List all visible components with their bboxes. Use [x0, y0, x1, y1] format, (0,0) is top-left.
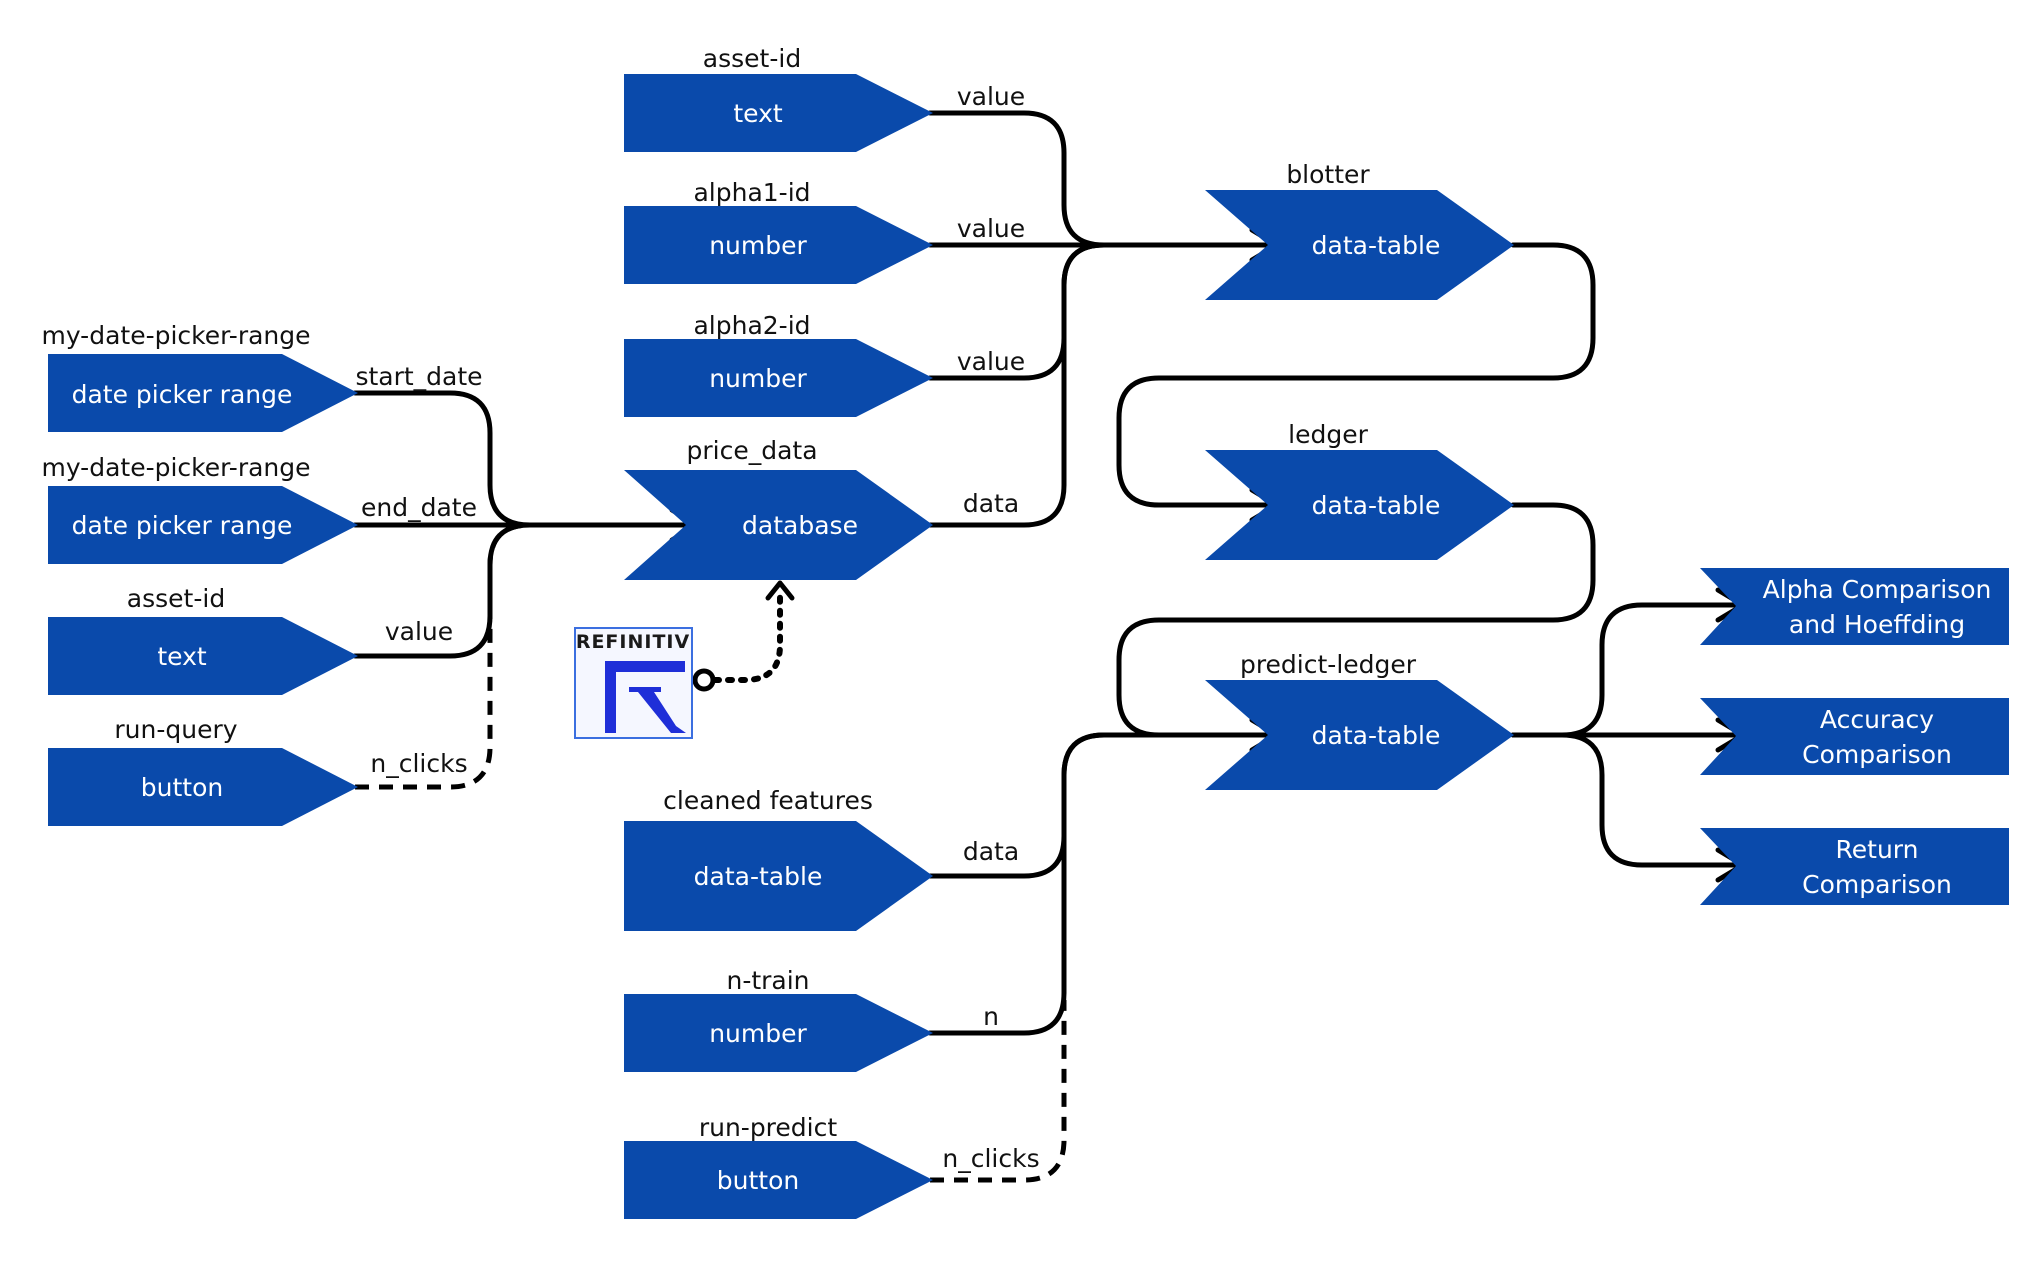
node-id-label: run-predict [699, 1113, 838, 1142]
node-cleaned-features[interactable]: cleaned features data-table [624, 786, 933, 931]
wire-predict-clicks [930, 1000, 1067, 1183]
node-shape[interactable] [48, 354, 358, 432]
node-id-label: my-date-picker-range [41, 453, 310, 482]
node-id-label: price_data [686, 436, 817, 465]
node-type-label: number [709, 1019, 807, 1048]
node-type-label: database [742, 511, 858, 540]
refinitiv-logo-frame [574, 627, 693, 739]
refinitiv-logo: REFINITIV [574, 627, 693, 739]
node-type-label: date picker range [72, 511, 293, 540]
node-id-label: asset-id [703, 44, 801, 73]
wire-refinitiv-to-price-data [712, 589, 783, 683]
node-asset-id-top[interactable]: asset-id text [624, 44, 933, 152]
node-return-comparison[interactable]: Return Comparison [1700, 828, 2009, 905]
node-shape[interactable] [1700, 568, 2009, 645]
node-alpha1-id[interactable]: alpha1-id number [624, 178, 933, 284]
edge-label-n-train-out: n [983, 1002, 999, 1031]
edge-label-query-clicks: n_clicks [370, 749, 467, 778]
edge-label-top-value: value [957, 82, 1025, 111]
node-run-predict[interactable]: run-predict button [624, 1113, 933, 1219]
node-shape[interactable] [1205, 190, 1514, 300]
wire-blotter-to-ledger [1116, 242, 1596, 508]
node-type-label: text [157, 642, 207, 671]
edge-label-alpha2-value: value [957, 347, 1025, 376]
node-shape[interactable] [624, 470, 933, 580]
node-run-query[interactable]: run-query button [48, 715, 358, 826]
node-price-data[interactable]: price_data database [624, 436, 933, 580]
wire-n-train-out [927, 732, 1107, 1036]
node-type-label: data-table [1312, 231, 1441, 260]
edge-label-predict-clicks: n_clicks [942, 1144, 1039, 1173]
refinitiv-logo-text: REFINITIV [576, 631, 690, 653]
node-type-label: button [717, 1166, 799, 1195]
wire-arrow-to-price-data-bottom [765, 580, 795, 601]
wire-price-data-out [927, 242, 1107, 528]
node-id-label: asset-id [127, 584, 225, 613]
node-alpha-comparison[interactable]: Alpha Comparison and Hoeffding [1700, 568, 2009, 645]
node-title-line-1: Alpha Comparison [1763, 575, 1992, 604]
refinitiv-r-icon [605, 661, 686, 733]
wire-to-alpha-comparison [1510, 602, 1739, 738]
node-ledger[interactable]: ledger data-table [1205, 420, 1514, 560]
node-shape[interactable] [1205, 450, 1514, 560]
edge-label-price-data-out: data [963, 489, 1019, 518]
node-shape[interactable] [48, 486, 358, 564]
node-shape[interactable] [1205, 680, 1514, 790]
node-accuracy-comparison[interactable]: Accuracy Comparison [1700, 698, 2009, 775]
node-shape[interactable] [624, 821, 933, 931]
edge-label-alpha1-value: value [957, 214, 1025, 243]
node-title-line-1: Accuracy [1820, 705, 1934, 734]
connector-lines [352, 110, 1746, 1183]
node-id-label: alpha2-id [693, 311, 810, 340]
node-shape[interactable] [624, 1141, 933, 1219]
node-id-label: cleaned features [663, 786, 873, 815]
node-id-label: my-date-picker-range [41, 321, 310, 350]
node-id-label: blotter [1286, 160, 1370, 189]
node-id-label: ledger [1288, 420, 1368, 449]
edge-label-end-date: end_date [361, 493, 477, 522]
node-shape[interactable] [48, 617, 358, 695]
node-id-label: alpha1-id [693, 178, 810, 207]
node-blotter[interactable]: blotter data-table [1205, 160, 1514, 300]
node-alpha2-id[interactable]: alpha2-id number [624, 311, 933, 417]
node-asset-id-left[interactable]: asset-id text [48, 584, 358, 695]
connector-ring [692, 668, 716, 692]
node-shape[interactable] [624, 339, 933, 417]
node-type-label: data-table [694, 862, 823, 891]
node-title-line-2: Comparison [1802, 870, 1952, 899]
node-shape[interactable] [624, 994, 933, 1072]
node-shape[interactable] [48, 748, 358, 826]
wire-to-return-comparison [1510, 732, 1739, 868]
node-type-label: data-table [1312, 721, 1441, 750]
node-shape[interactable] [624, 206, 933, 284]
edge-label-cleaned-out: data [963, 837, 1019, 866]
wire-ledger-to-predict [1116, 502, 1596, 738]
node-date-picker-end[interactable]: my-date-picker-range date picker range [41, 453, 358, 564]
node-type-label: button [141, 773, 223, 802]
node-date-picker-start[interactable]: my-date-picker-range date picker range [41, 321, 358, 432]
node-type-label: date picker range [72, 380, 293, 409]
node-type-label: number [709, 364, 807, 393]
node-type-label: data-table [1312, 491, 1441, 520]
node-id-label: predict-ledger [1240, 650, 1417, 679]
node-predict-ledger[interactable]: predict-ledger data-table [1205, 650, 1514, 790]
node-n-train[interactable]: n-train number [624, 966, 933, 1072]
edge-labels: start_date end_date value n_clicks value… [355, 82, 1039, 1173]
node-type-label: text [733, 99, 783, 128]
edge-label-asset-value: value [385, 617, 453, 646]
edge-label-start-date: start_date [355, 362, 482, 391]
node-shape[interactable] [624, 74, 933, 152]
node-id-label: run-query [114, 715, 237, 744]
node-title-line-2: and Hoeffding [1789, 610, 1965, 639]
node-id-label: n-train [726, 966, 809, 995]
node-title-line-2: Comparison [1802, 740, 1952, 769]
node-shape[interactable] [1700, 828, 2009, 905]
node-title-line-1: Return [1836, 835, 1919, 864]
node-shape[interactable] [1700, 698, 2009, 775]
node-type-label: number [709, 231, 807, 260]
